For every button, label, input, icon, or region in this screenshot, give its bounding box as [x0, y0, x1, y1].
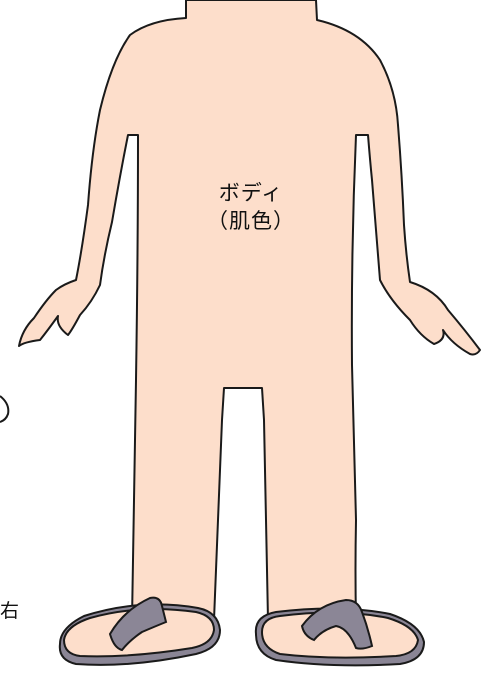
right-sandal-strap	[300, 598, 374, 650]
edge-text-fragment: 右	[0, 600, 20, 622]
right-foot	[260, 611, 420, 659]
body-silhouette	[18, 0, 481, 621]
body-label-line1: ボディ	[218, 181, 284, 205]
edge-arc-fragment	[0, 395, 10, 423]
body-label-line2: （肌色）	[207, 209, 295, 233]
left-sandal-strap	[108, 596, 168, 652]
